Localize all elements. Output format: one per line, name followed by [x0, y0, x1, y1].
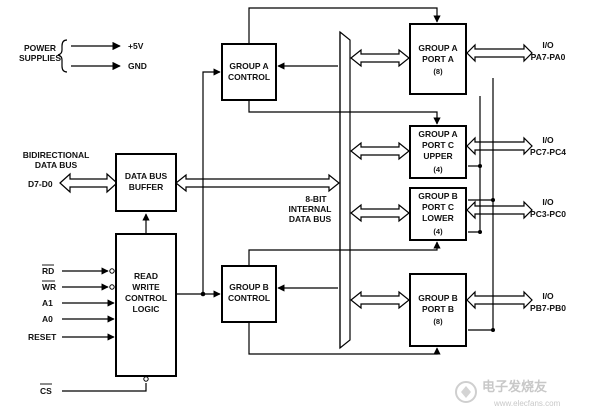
gpa-line1: GROUP A — [418, 43, 457, 53]
gpb-line3: (8) — [433, 317, 443, 326]
gnd-label: GND — [128, 61, 147, 71]
io-pa-pins: PA7-PA0 — [531, 52, 566, 62]
io-pa-io: I/O — [542, 40, 554, 50]
group-b-control-block: GROUP B CONTROL — [221, 265, 277, 323]
gpcu-line3: UPPER — [423, 151, 452, 161]
d7-d0-bus-arrow — [59, 172, 118, 194]
a0-label: A0 — [42, 314, 53, 324]
bus-port-a-arrow — [350, 48, 410, 68]
rw-line2: WRITE — [132, 282, 160, 292]
junction-dot — [478, 230, 482, 234]
io-pcu-io: I/O — [542, 135, 554, 145]
group-a-port-a-block: GROUP A PORT A (8) — [409, 23, 467, 95]
gac-line2: CONTROL — [228, 72, 270, 82]
watermark-cn: 电子发烧友 — [482, 379, 547, 395]
bus-port-b-arrow — [350, 290, 410, 310]
io-pc-upper-arrow — [466, 136, 533, 156]
read-write-control-logic-block: READ WRITE CONTROL LOGIC — [115, 233, 177, 377]
power-label-1: POWER — [24, 43, 56, 53]
gpcl-line2: PORT C — [422, 202, 454, 212]
rd-inversion-bubble — [109, 268, 115, 274]
io-pb-pins: PB7-PB0 — [530, 303, 566, 313]
rw-line3: CONTROL — [125, 293, 167, 303]
gpa-line2: PORT A — [422, 54, 454, 64]
rw-line4: LOGIC — [133, 304, 160, 314]
junction-dot — [200, 291, 206, 297]
gpcu-line4: (4) — [433, 165, 443, 174]
gpcl-line4: (4) — [433, 227, 443, 236]
gpcu-line1: GROUP A — [418, 129, 457, 139]
group-a-port-c-upper-block: GROUP A PORT C UPPER (4) — [409, 125, 467, 179]
control-inputs: RD WR A1 A0 RESET CS — [28, 264, 57, 396]
internal-bus-label-2: INTERNAL — [289, 204, 332, 214]
data-bus-buffer-block: DATA BUS BUFFER — [115, 153, 177, 212]
buffer-bus-arrow — [175, 173, 340, 193]
internal-data-bus — [339, 30, 351, 350]
cs-label: CS — [40, 386, 52, 396]
junction-dot — [491, 328, 495, 332]
control-wiring — [176, 7, 494, 355]
d7-d0-label: D7-D0 — [28, 179, 53, 189]
gbc-line2: CONTROL — [228, 293, 270, 303]
junction-dot — [491, 198, 495, 202]
io-pcl-pins: PC3-PC0 — [530, 209, 566, 219]
data-bus-label: DATA BUS — [35, 160, 78, 170]
buffer-line1: DATA BUS — [125, 171, 168, 181]
wr-label: WR — [42, 282, 56, 292]
power-supplies: POWER SUPPLIES +5V GND — [19, 39, 147, 73]
data-bus-labels: BIDIRECTIONAL DATA BUS D7-D0 — [23, 150, 90, 189]
group-b-port-c-lower-block: GROUP B PORT C LOWER (4) — [409, 187, 467, 241]
io-pb-io: I/O — [542, 291, 554, 301]
gpcu-line2: PORT C — [422, 140, 454, 150]
bus-port-c-lower-arrow — [350, 203, 410, 223]
cs-inversion-bubble — [143, 376, 149, 382]
rw-line1: READ — [134, 271, 158, 281]
io-pcu-pins: PC7-PC4 — [530, 147, 566, 157]
a1-label: A1 — [42, 298, 53, 308]
gpcl-line3: LOWER — [422, 213, 454, 223]
junction-dot — [478, 164, 482, 168]
group-a-control-block: GROUP A CONTROL — [221, 43, 277, 101]
gpcl-line1: GROUP B — [418, 191, 458, 201]
watermark-logo-mark — [461, 386, 471, 398]
reset-label: RESET — [28, 332, 57, 342]
io-pcl-io: I/O — [542, 197, 554, 207]
wr-inversion-bubble — [109, 284, 115, 290]
gpb-line2: PORT B — [422, 304, 454, 314]
group-b-port-b-block: GROUP B PORT B (8) — [409, 273, 467, 347]
watermark-logo — [455, 381, 477, 403]
io-pb-arrow — [466, 290, 533, 310]
bus-port-c-upper-arrow — [350, 141, 410, 161]
internal-bus-label-1: 8-BIT — [305, 194, 327, 204]
power-brace — [57, 39, 68, 73]
gac-line1: GROUP A — [229, 61, 268, 71]
watermark-url: www.elecfans.com — [493, 399, 561, 408]
io-pa-arrow — [466, 43, 533, 63]
control-input-arrows — [62, 267, 147, 392]
watermark: 电子发烧友 www.elecfans.com — [455, 379, 561, 408]
gbc-line1: GROUP B — [229, 282, 269, 292]
internal-bus-label-3: DATA BUS — [289, 214, 332, 224]
power-label-2: SUPPLIES — [19, 53, 61, 63]
rd-label: RD — [42, 266, 54, 276]
gpa-line3: (8) — [433, 67, 443, 76]
io-labels: I/O PA7-PA0 I/O PC7-PC4 I/O PC3-PC0 I/O … — [530, 40, 566, 313]
buffer-line2: BUFFER — [129, 182, 163, 192]
gpb-line1: GROUP B — [418, 293, 458, 303]
io-pc-lower-arrow — [466, 200, 533, 220]
bidirectional-label: BIDIRECTIONAL — [23, 150, 90, 160]
plus5v-label: +5V — [128, 41, 144, 51]
